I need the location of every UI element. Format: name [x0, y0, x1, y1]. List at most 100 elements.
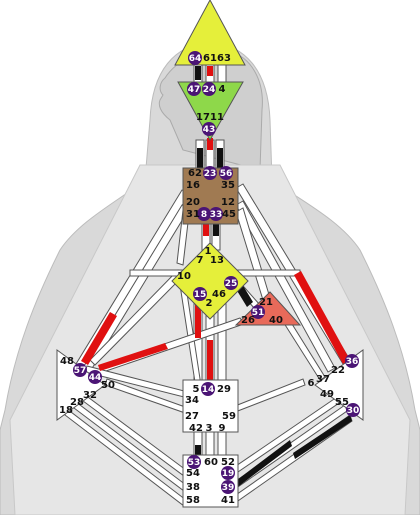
activation-44-red [98, 343, 168, 371]
gate-23: 23 [204, 169, 217, 179]
gate-21: 21 [259, 297, 273, 308]
activation-11-black [217, 148, 223, 168]
gate-61: 61 [203, 53, 217, 64]
channel-12-22 [235, 200, 336, 373]
gate-circle-36 [345, 354, 359, 368]
gate-circle-14 [201, 382, 215, 396]
gate-circle-44 [88, 370, 102, 384]
gate-7: 7 [197, 255, 204, 266]
activation-2-red [207, 340, 213, 384]
activation-30-black [293, 415, 352, 459]
gate-10: 10 [177, 271, 191, 282]
activations [81, 66, 352, 489]
activation-25-black [236, 284, 253, 307]
gate-1: 1 [205, 246, 212, 257]
gate-circle-51 [251, 305, 265, 319]
gate-56: 56 [220, 169, 233, 179]
gate-37: 37 [316, 374, 330, 385]
gate-9: 9 [219, 423, 226, 434]
gate-44: 44 [89, 373, 102, 383]
activation-8-red [203, 222, 209, 236]
gate-58: 58 [186, 495, 200, 506]
gate-3: 3 [206, 423, 213, 434]
gate-59: 59 [222, 411, 236, 422]
gate-42: 42 [189, 423, 203, 434]
gate-circle-24 [202, 82, 216, 96]
gate-circle-57 [73, 363, 87, 377]
gate-43: 43 [203, 125, 216, 135]
gate-53: 53 [188, 458, 201, 468]
gate-63: 63 [217, 53, 231, 64]
gate-48: 48 [60, 356, 74, 367]
gate-41: 41 [221, 495, 235, 506]
gate-57: 57 [74, 366, 87, 376]
activation-17-black [197, 148, 203, 168]
gate-13: 13 [210, 255, 224, 266]
gate-22: 22 [331, 365, 345, 376]
activation-16-red [81, 312, 117, 365]
gate-46: 46 [212, 289, 226, 300]
gate-4: 4 [219, 84, 226, 95]
gate-20: 20 [186, 197, 200, 208]
gate-36: 36 [346, 357, 359, 367]
gate-29: 29 [217, 384, 231, 395]
gate-labels: 64 61 63 47 24 4 17 11 43 62 23 56 16 35… [59, 53, 359, 506]
activation-36-red [294, 271, 350, 364]
channel-46-29 [217, 299, 227, 386]
gate-25: 25 [225, 279, 238, 289]
gate-49: 49 [320, 389, 334, 400]
gate-circle-8 [197, 207, 211, 221]
ajna-center [177, 81, 244, 142]
activation-39-black [233, 440, 292, 489]
activation-42-black [195, 445, 201, 457]
gate-17: 17 [196, 112, 210, 123]
gate-circle-47 [187, 82, 201, 96]
g-center [171, 242, 249, 320]
gate-circle-56 [219, 166, 233, 180]
gate-24: 24 [203, 85, 216, 95]
gate-55: 55 [335, 397, 349, 408]
gate-19: 19 [222, 469, 235, 479]
gate-circle-30 [346, 403, 360, 417]
gate-8: 8 [201, 210, 207, 220]
gate-circle-43 [202, 122, 216, 136]
gate-60: 60 [204, 457, 218, 468]
gate-circle-25 [224, 276, 238, 290]
channel-9-52 [217, 431, 227, 459]
gate-circle-64 [188, 51, 202, 65]
gate-32: 32 [83, 390, 97, 401]
gate-52: 52 [221, 457, 235, 468]
gate-51: 51 [252, 308, 265, 318]
gate-50: 50 [101, 380, 115, 391]
gate-38: 38 [186, 482, 200, 493]
gate-34: 34 [185, 395, 199, 406]
channels [64, 61, 353, 507]
gate-circle-23 [203, 166, 217, 180]
gate-33: 33 [210, 210, 223, 220]
head-center [174, 0, 246, 66]
activation-64-black [195, 66, 201, 80]
gate-14: 14 [202, 385, 215, 395]
gate-27: 27 [185, 411, 199, 422]
gate-16: 16 [186, 180, 200, 191]
activation-33-black [213, 222, 219, 236]
active-gate-circles [73, 51, 360, 494]
gate-circle-15 [193, 287, 207, 301]
gate-circle-39 [221, 480, 235, 494]
gate-5: 5 [193, 384, 200, 395]
gate-circle-53 [187, 455, 201, 469]
channel-3-60 [205, 431, 215, 459]
gate-40: 40 [269, 315, 283, 326]
gate-30: 30 [347, 406, 360, 416]
gate-12: 12 [221, 197, 235, 208]
gate-6: 6 [308, 378, 315, 389]
activation-61-red [207, 66, 213, 76]
gate-39: 39 [222, 483, 235, 493]
gate-47: 47 [188, 85, 201, 95]
gate-2: 2 [206, 298, 213, 309]
gate-62: 62 [188, 168, 202, 179]
gate-circle-19 [221, 466, 235, 480]
gate-45: 45 [222, 209, 236, 220]
